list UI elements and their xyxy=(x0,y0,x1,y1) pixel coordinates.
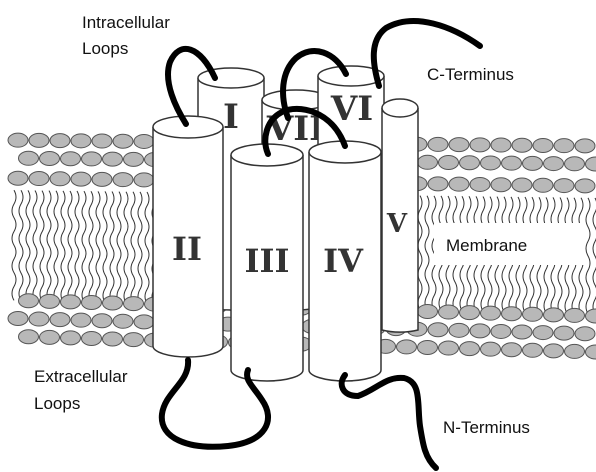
helix-IV-label: IV xyxy=(323,242,364,280)
label-extracellular-2: Loops xyxy=(34,394,80,413)
extracellular-loops xyxy=(162,360,436,468)
label-n-terminus: N-Terminus xyxy=(443,418,530,437)
helix-III: III xyxy=(231,144,303,381)
label-membrane: Membrane xyxy=(446,236,527,255)
helix-V: V xyxy=(382,99,418,332)
helix-V-label: V xyxy=(386,209,408,239)
helix-II-label: II xyxy=(172,230,202,268)
label-intracellular-2: Loops xyxy=(82,39,128,58)
helix-III-label: III xyxy=(245,242,290,280)
helix-I-label: I xyxy=(223,97,239,137)
helix-II: II xyxy=(153,116,223,357)
label-extracellular-1: Extracellular xyxy=(34,367,128,386)
label-c-terminus: C-Terminus xyxy=(427,65,514,84)
helix-VI-label: VI xyxy=(330,89,373,129)
label-intracellular-1: Intracellular xyxy=(82,13,170,32)
helix-IV: IV xyxy=(309,141,381,381)
